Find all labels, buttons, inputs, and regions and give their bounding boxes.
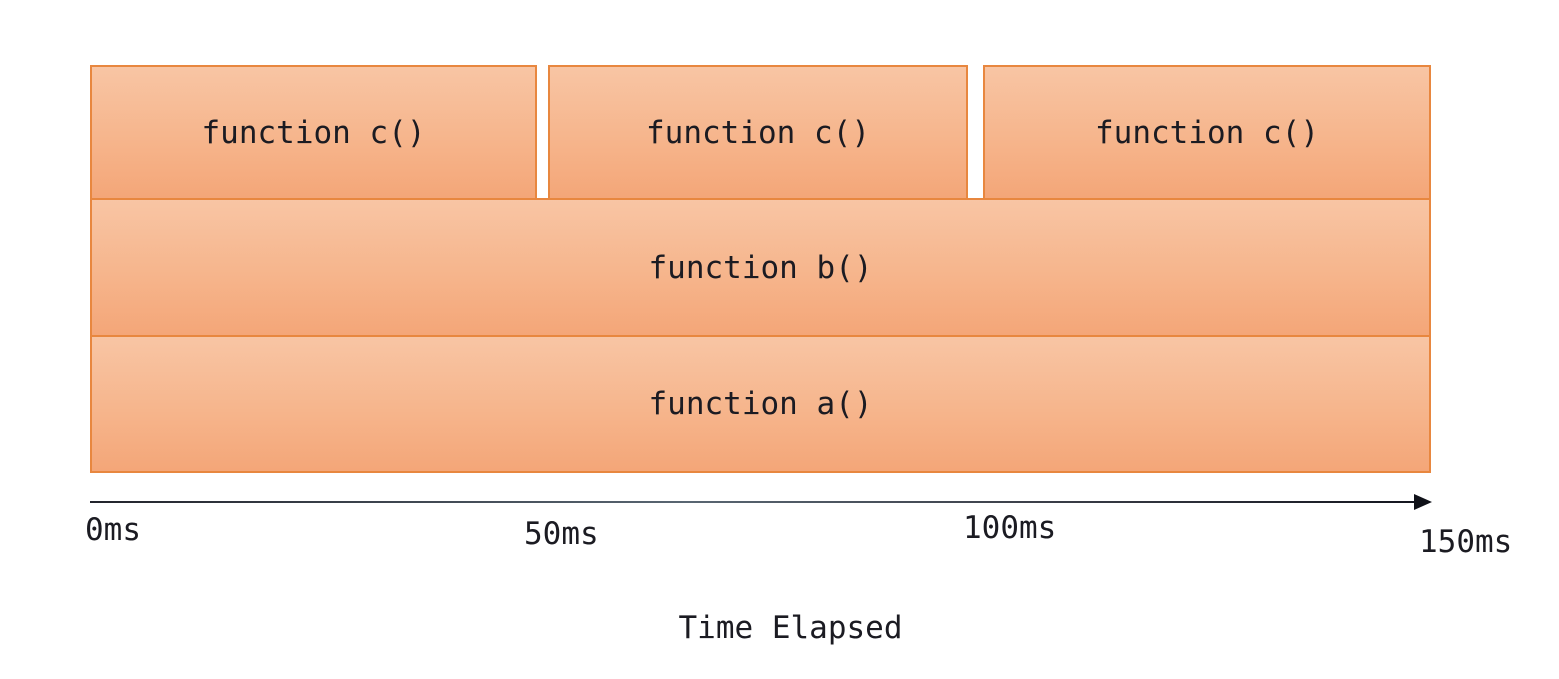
function-c-label-1: function c()	[201, 114, 426, 151]
function-a-label: function a()	[648, 386, 873, 422]
function-c-block-2: function c()	[548, 65, 968, 200]
tick-label-150ms: 150ms	[1419, 524, 1513, 560]
function-b-block: function b()	[90, 198, 1431, 337]
tick-label-50ms: 50ms	[524, 516, 599, 552]
function-c-label-2: function c()	[646, 114, 870, 151]
function-c-label-3: function c()	[1095, 114, 1319, 151]
function-c-block-3: function c()	[983, 65, 1431, 200]
function-b-label: function b()	[648, 249, 873, 286]
tick-label-100ms: 100ms	[963, 510, 1057, 546]
tick-label-0ms: 0ms	[85, 512, 141, 548]
time-axis-line	[90, 501, 1418, 503]
arrow-right-icon	[1414, 494, 1432, 510]
axis-caption: Time Elapsed	[678, 610, 903, 646]
function-a-block: function a()	[90, 335, 1431, 473]
function-c-block-1: function c()	[90, 65, 537, 200]
